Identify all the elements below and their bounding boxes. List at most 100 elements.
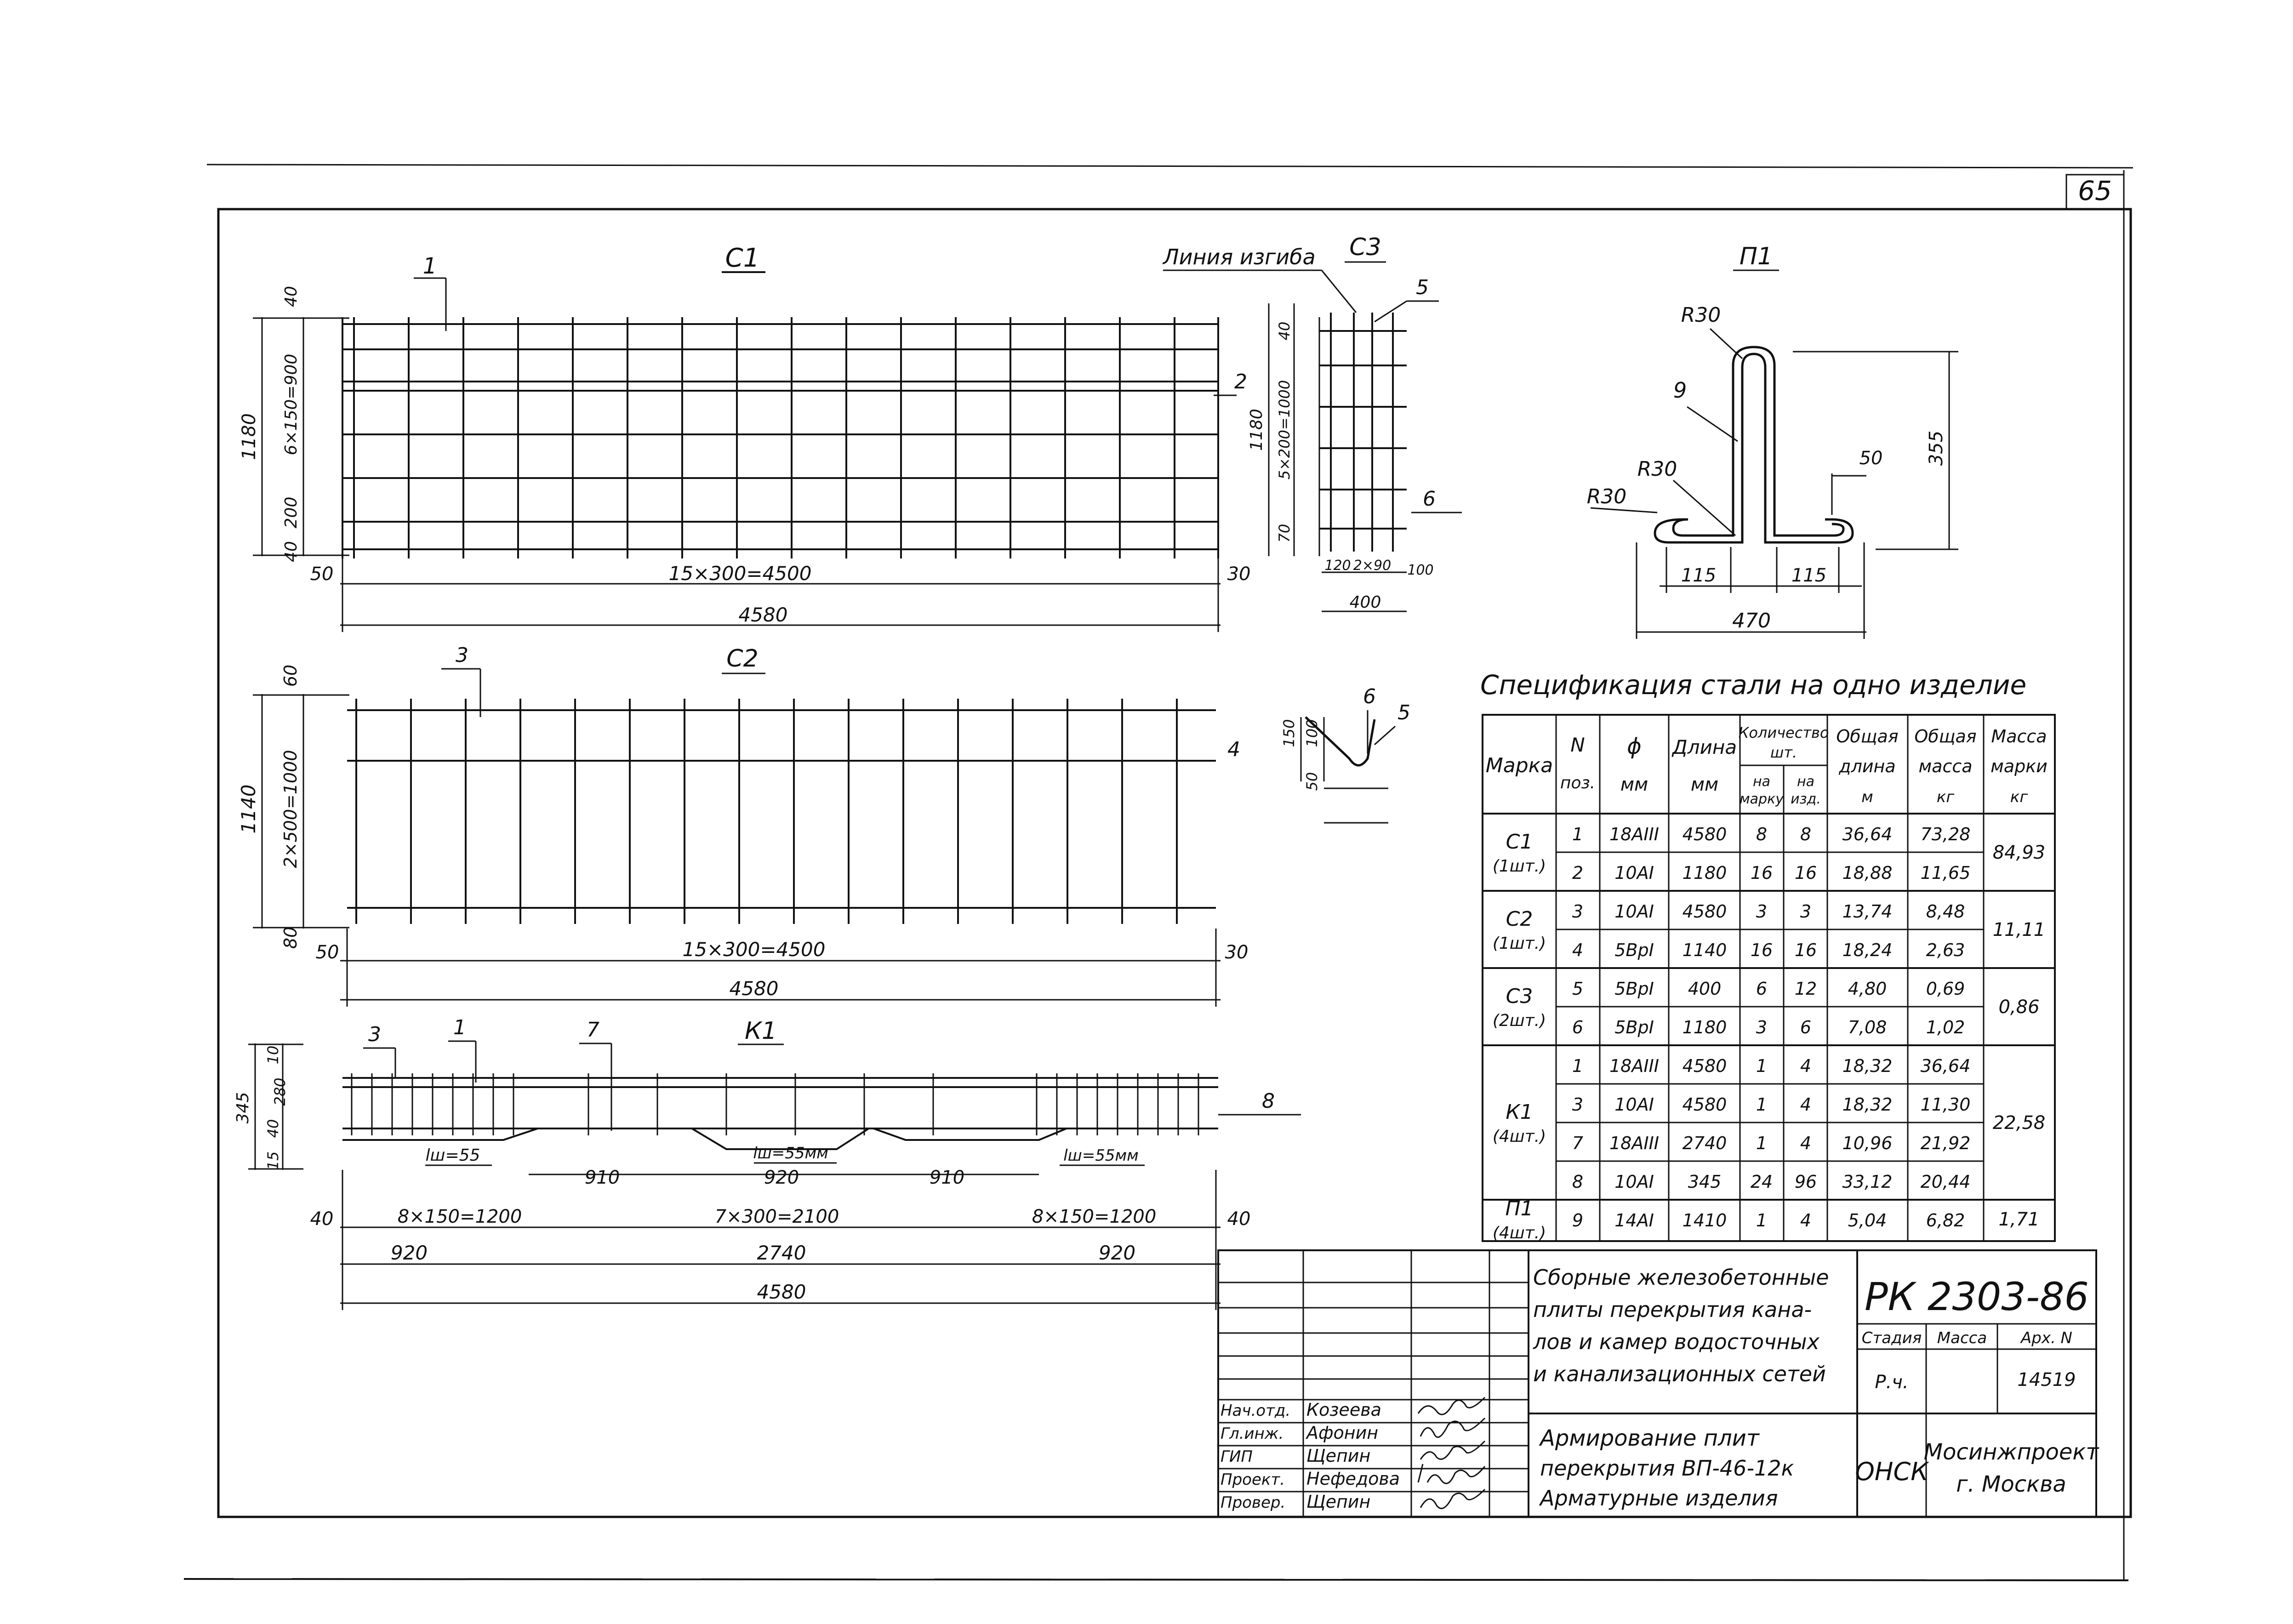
c1-overall-dim: 4580 (739, 604, 788, 626)
c2-right-callout: 4 (1227, 738, 1240, 761)
tb-project-4: и канализационных сетей (1533, 1362, 1826, 1386)
signature-2 (1420, 1417, 1486, 1438)
spec-cell: 7 (1572, 1133, 1583, 1153)
spec-cell: 16 (1751, 940, 1773, 960)
spec-cell: 8 (1800, 824, 1811, 844)
spec-cell: 3 (1756, 1017, 1767, 1037)
spec-cell: 1 (1756, 1056, 1767, 1076)
c1-title: С1 (725, 243, 760, 273)
tb-arch-label: Арх. N (2020, 1329, 2072, 1347)
spec-h-mark: Марка (1486, 754, 1553, 777)
outer-frame-bottom (183, 1578, 2129, 1581)
spec-cell: 4 (1800, 1133, 1811, 1153)
spec-cell: 6 (1800, 1017, 1811, 1037)
spec-cell: 33,12 (1842, 1172, 1893, 1192)
c3-mesh: Линия изгиба С3 5 6 1180 40 5×200=1000 7… (1162, 234, 1462, 612)
k1-weld-right: lш=55мм (1063, 1146, 1139, 1165)
c3-height-dim: 1180 (1247, 409, 1266, 451)
tb-project-3: лов и камер водосточных (1533, 1329, 1820, 1354)
spec-cell: 4580 (1683, 1056, 1727, 1076)
k1-segment-dim-3: 920 (1099, 1242, 1135, 1264)
spec-cell: 5 (1572, 979, 1583, 999)
c2-section-dim-50: 50 (1303, 772, 1321, 791)
spec-cell: 4 (1800, 1094, 1811, 1115)
spec-h-len-2: мм (1691, 774, 1718, 795)
c2-title: С2 (726, 645, 758, 672)
c1-inner-dim-3: 200 (282, 497, 301, 529)
spec-h-tmass-2: масса (1918, 756, 1972, 776)
spec-group-mark: П1 (1505, 1197, 1533, 1220)
spec-cell: 13,74 (1842, 901, 1893, 922)
k1-segment-dim-2: 2740 (757, 1242, 806, 1264)
k1-right-callout: 8 (1262, 1089, 1275, 1113)
spec-group-count: (4шт.) (1493, 1224, 1546, 1242)
spec-cell: 1 (1756, 1133, 1767, 1153)
spec-cell: 7,08 (1848, 1017, 1887, 1037)
spec-h-diam-2: мм (1620, 774, 1648, 795)
spec-h-tlen-3: м (1861, 788, 1873, 806)
tb-role-2: Гл.инж. (1221, 1425, 1283, 1443)
c3-inner-dim-3: 70 (1276, 524, 1293, 543)
spec-cell: 1 (1756, 1094, 1767, 1115)
spec-cell: 4580 (1683, 901, 1727, 922)
title-block-border (1217, 1249, 2097, 1518)
spec-h-diam-1: ϕ (1627, 734, 1642, 759)
spec-group-mass: 84,93 (1993, 842, 2046, 863)
tb-name-1: Козеева (1306, 1400, 1381, 1420)
spec-cell: 18,32 (1842, 1056, 1893, 1076)
k1-spacing-dim-2: 7×300=2100 (715, 1206, 839, 1227)
spec-group-count: (2шт.) (1493, 1011, 1546, 1030)
spec-cell: 0,69 (1926, 979, 1965, 999)
spec-cell: 10АI (1614, 1094, 1654, 1115)
c1-mesh: С1 1 2 1180 40 6×150=900 200 40 15×300=4… (239, 243, 1250, 632)
spec-cell: 2 (1572, 863, 1583, 883)
k1-height-dim-15: 15 (264, 1151, 282, 1170)
spec-cell: 24 (1751, 1172, 1773, 1192)
k1-bent-dim-1: 910 (585, 1167, 620, 1188)
spec-cell: 96 (1795, 1172, 1817, 1192)
c1-right-callout: 2 (1234, 370, 1247, 393)
k1-callout-1: 1 (453, 1016, 466, 1039)
spec-cell: 20,44 (1921, 1172, 1971, 1192)
signature-4 (1417, 1464, 1486, 1484)
p1-hook-dim: 50 (1859, 448, 1883, 469)
spec-h-qtyitem-1: на (1797, 774, 1814, 790)
k1-spacing-dim-3: 8×150=1200 (1032, 1206, 1157, 1227)
c2-inner-dim-1: 60 (280, 665, 301, 687)
spec-h-tlen-1: Общая (1836, 726, 1898, 746)
c3-bottom-dim-1: 120 (1324, 558, 1351, 574)
spec-cell: 4580 (1683, 824, 1727, 844)
k1-bent-dim-3: 910 (930, 1167, 964, 1188)
spec-cell: 21,92 (1921, 1133, 1971, 1153)
c3-bend-leader (1321, 270, 1357, 313)
k1-bent-dim-2: 920 (764, 1167, 799, 1188)
k1-height-dim-345: 345 (234, 1092, 252, 1124)
spec-cell: 5,04 (1848, 1210, 1887, 1231)
p1-radius-top: R30 (1681, 303, 1721, 327)
tb-stage-label: Стадия (1862, 1329, 1922, 1347)
spec-h-mmass-2: марки (1991, 756, 2048, 776)
spec-cell: 14АI (1614, 1210, 1654, 1231)
spec-cell: 400 (1688, 979, 1722, 999)
k1-left-end: 40 (310, 1208, 334, 1230)
spec-cell: 18,88 (1842, 863, 1893, 883)
spec-cell: 36,64 (1921, 1056, 1971, 1076)
tb-role-3: ГИП (1221, 1447, 1253, 1466)
tb-name-5: Щепин (1306, 1492, 1370, 1512)
c1-callout-1: 1 (423, 253, 437, 279)
spec-cell: 6 (1572, 1017, 1583, 1037)
c1-height-dim: 1180 (239, 413, 260, 460)
title-block: Сборные железобетонные плиты перекрытия … (1217, 1249, 2099, 1518)
c2-section-callout-5: 5 (1397, 701, 1410, 724)
spec-cell: 4580 (1683, 1094, 1727, 1115)
spec-cell: 4 (1800, 1056, 1811, 1076)
spec-cell: 8,48 (1926, 901, 1965, 922)
spec-h-len-1: Длина (1671, 736, 1737, 758)
spec-cell: 2,63 (1926, 940, 1965, 960)
spec-cell: 4,80 (1848, 979, 1887, 999)
spec-cell: 3 (1756, 901, 1767, 922)
c2-inner-dim-2: 2×500=1000 (280, 750, 301, 868)
spec-cell: 11,65 (1921, 863, 1971, 883)
